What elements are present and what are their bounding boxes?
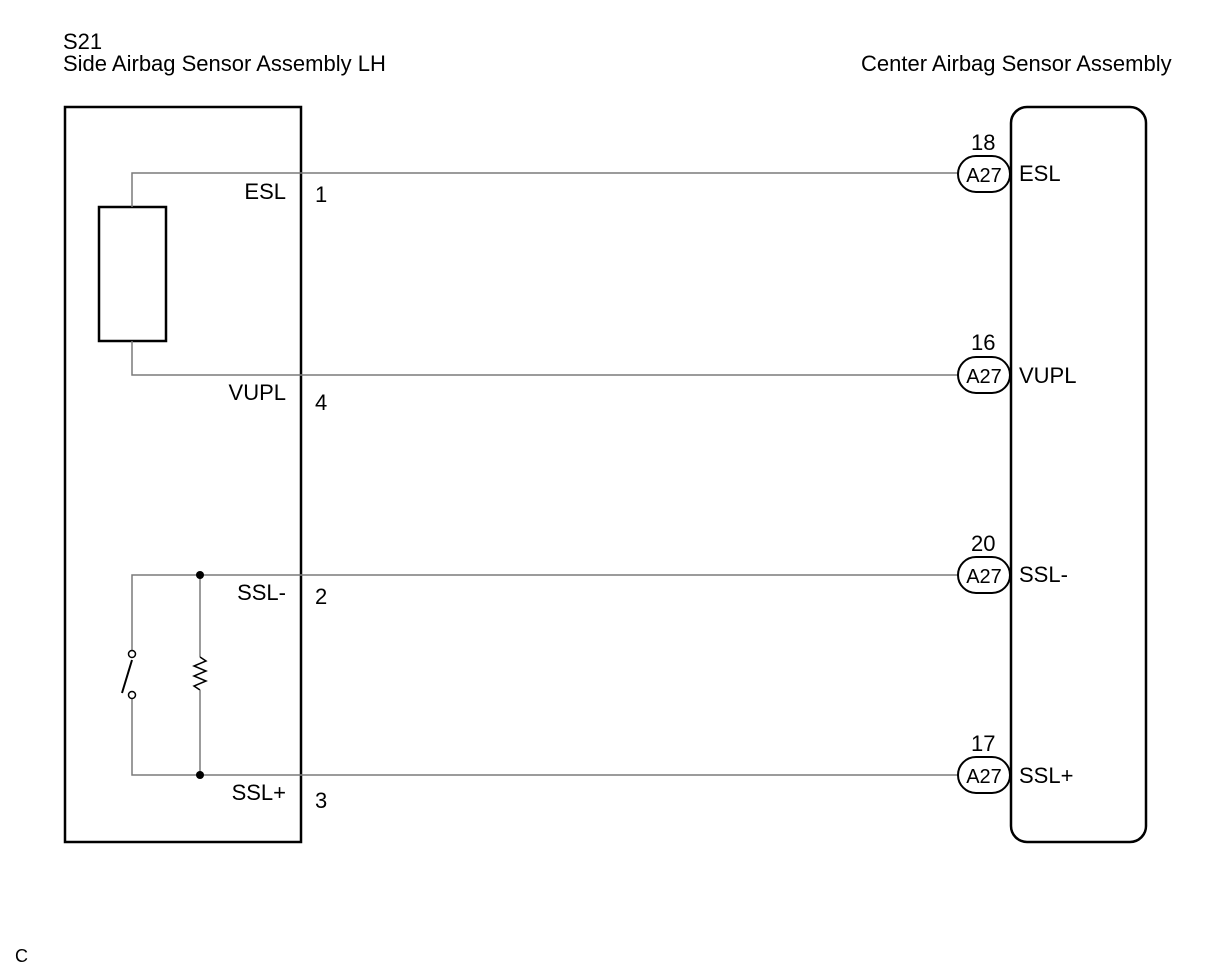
right-pin-vupl: 16 bbox=[971, 330, 996, 355]
left-label-ssl-plus: SSL+ bbox=[231, 780, 286, 805]
junction-dot-bottom bbox=[196, 771, 204, 779]
left-component-name: Side Airbag Sensor Assembly LH bbox=[63, 51, 386, 76]
right-pin-esl: 18 bbox=[971, 130, 996, 155]
connector-a27-esl: A27 bbox=[957, 155, 1011, 193]
right-label-ssl-minus: SSL- bbox=[1019, 562, 1068, 587]
left-component-id: S21 bbox=[63, 29, 103, 54]
connector-label: A27 bbox=[966, 366, 1002, 388]
left-pin-ssl-plus: 3 bbox=[315, 788, 328, 813]
left-pin-vupl: 4 bbox=[315, 390, 328, 415]
footer-code: C bbox=[15, 946, 28, 966]
right-pin-ssl-plus: 17 bbox=[971, 731, 996, 756]
left-label-esl: ESL bbox=[244, 179, 286, 204]
left-pin-esl: 1 bbox=[315, 182, 328, 207]
connector-label: A27 bbox=[966, 566, 1002, 588]
right-pin-ssl-minus: 20 bbox=[971, 531, 996, 556]
left-label-ssl-minus: SSL- bbox=[237, 580, 286, 605]
junction-dot-top bbox=[196, 571, 204, 579]
resistor-icon bbox=[192, 656, 208, 691]
right-label-vupl: VUPL bbox=[1019, 363, 1077, 388]
internal-wire-vupl bbox=[131, 341, 301, 376]
right-component-box bbox=[1009, 105, 1148, 844]
right-label-esl: ESL bbox=[1019, 161, 1061, 186]
connector-label: A27 bbox=[966, 766, 1002, 788]
connector-a27-vupl: A27 bbox=[957, 356, 1011, 394]
left-component-box bbox=[63, 105, 303, 844]
connector-a27-ssl-minus: A27 bbox=[957, 556, 1011, 594]
internal-wire-ssl-plus bbox=[131, 695, 301, 776]
left-pin-ssl-minus: 2 bbox=[315, 584, 328, 609]
switch-blade bbox=[121, 659, 133, 694]
switch-contact-bottom bbox=[127, 690, 137, 700]
internal-wire-ssl-minus bbox=[131, 574, 301, 654]
connector-a27-ssl-plus: A27 bbox=[957, 756, 1011, 794]
internal-wire-esl bbox=[131, 172, 301, 207]
connector-label: A27 bbox=[966, 165, 1002, 187]
left-label-vupl: VUPL bbox=[228, 380, 286, 405]
right-component-name: Center Airbag Sensor Assembly bbox=[861, 51, 1172, 76]
sensor-element bbox=[97, 205, 168, 343]
switch-contact-top bbox=[127, 649, 137, 659]
right-label-ssl-plus: SSL+ bbox=[1019, 763, 1074, 788]
